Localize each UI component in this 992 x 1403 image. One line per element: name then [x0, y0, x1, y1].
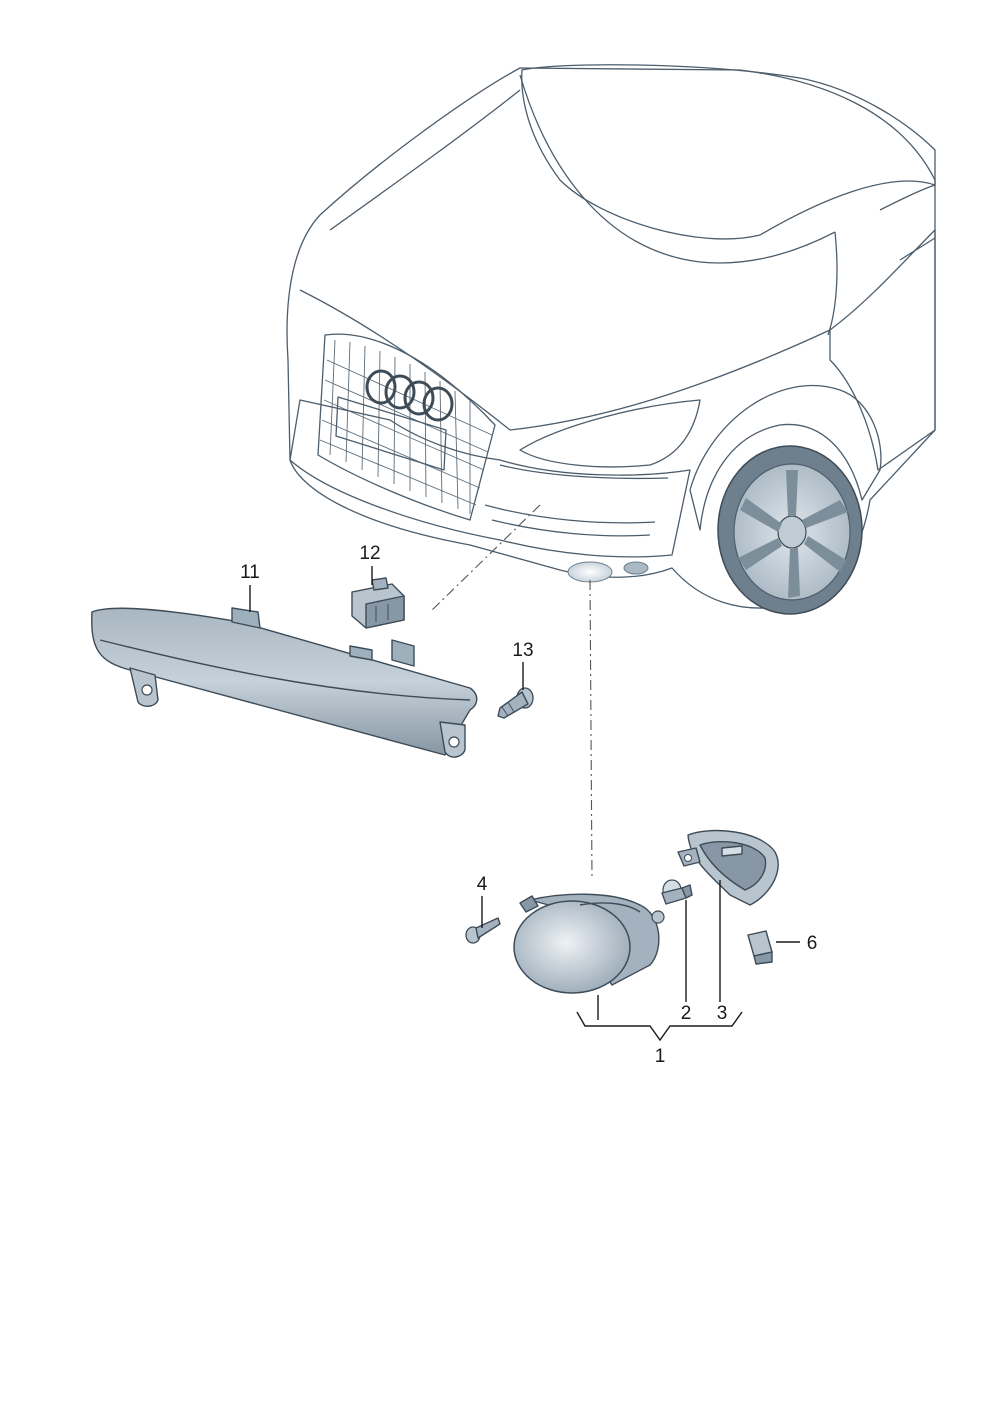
screw-13 — [497, 687, 534, 719]
callout-11: 11 — [240, 562, 260, 583]
callout-13: 13 — [512, 640, 533, 661]
callout-3: 3 — [717, 1003, 728, 1024]
side-light-strip — [91, 607, 478, 758]
vehicle-grille — [317, 333, 496, 521]
vehicle-side-panel — [829, 229, 936, 471]
brand-rings-logo — [365, 369, 454, 422]
fog-lamp-connector — [747, 930, 773, 965]
vehicle-illustration — [286, 64, 936, 615]
lamp-cover-cap — [677, 829, 779, 906]
screw-4 — [465, 917, 501, 944]
wheel — [717, 445, 863, 615]
wheel-arch — [689, 384, 882, 531]
vehicle-bumper — [289, 399, 691, 558]
callout-12: 12 — [359, 543, 380, 564]
location-line-side-light — [429, 504, 541, 613]
fog-lamp-position-marker — [567, 561, 613, 583]
fog-lamp-housing — [513, 893, 665, 994]
plug-connector — [351, 577, 405, 629]
callout-labels: 11 12 13 4 2 3 6 1 — [240, 543, 817, 1067]
callout-2: 2 — [681, 1003, 692, 1024]
location-line-fog-lamp — [589, 579, 593, 881]
grille-mesh — [319, 339, 493, 514]
callout-4: 4 — [477, 874, 488, 895]
vehicle-headlight — [519, 399, 701, 468]
halogen-bulb — [661, 879, 693, 905]
vehicle-windshield — [521, 64, 936, 240]
leader-lines — [249, 566, 800, 1042]
fog-lamp-lens — [513, 900, 631, 994]
license-plate — [335, 396, 447, 471]
callout-1: 1 — [655, 1046, 666, 1067]
callout-6: 6 — [807, 933, 818, 954]
